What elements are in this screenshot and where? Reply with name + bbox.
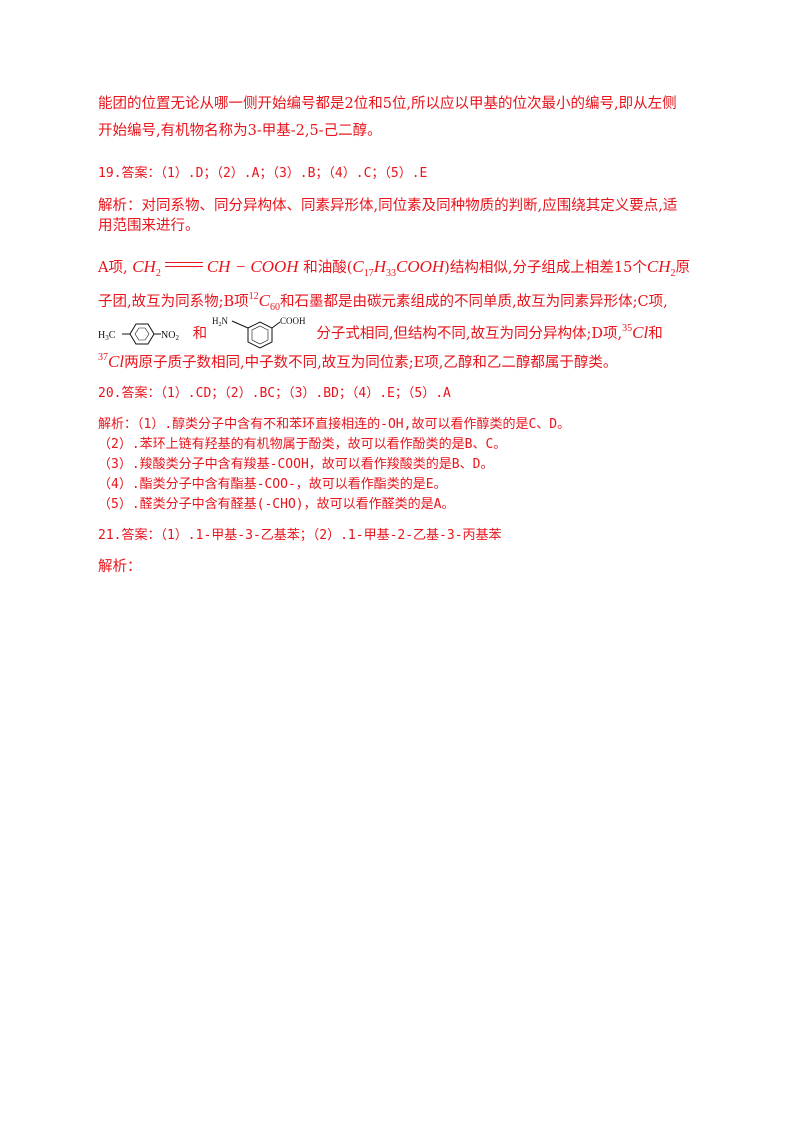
chlorine-35: 35Cl bbox=[622, 323, 649, 342]
item-c-end: 分子式相同,但结构不同,故互为同分异构体;D项, bbox=[316, 326, 623, 342]
formula-c60: 12C60 bbox=[248, 291, 280, 313]
item-b-start: 子团,故互为同系物;B项 bbox=[98, 294, 249, 310]
q19-item-d: 37Cl两原子质子数相同,中子数不同,故互为同位素;E项,乙醇和乙二醇都属于醇类… bbox=[98, 345, 617, 376]
oleic-acid-formula: C17H33COOH bbox=[352, 257, 445, 279]
q20-answer: 20.答案：（1）.CD；（2）.BC；（3）.BD；（4）.E；（5）.A bbox=[98, 386, 451, 401]
q19-analysis-line-2: 用范围来进行。 bbox=[98, 218, 200, 234]
item-b-end: 和石墨都是由碳元素组成的不同单质,故互为同素异形体;C项, bbox=[280, 294, 668, 310]
aminobenzoic-acid-structure: H2N COOH bbox=[212, 316, 312, 352]
q20-analysis-5: （5）.醛类分子中含有醛基(-CHO)，故可以看作醛类的是A。 bbox=[98, 497, 455, 512]
structure-and: 和 bbox=[192, 326, 208, 342]
intro-line-1: 能团的位置无论从哪一侧开始编号都是2位和5位,所以应以甲基的位次最小的编号,即从… bbox=[98, 96, 677, 112]
q19-analysis-line-1: 解析：对同系物、同分异构体、同素异形体,同位素及同种物质的判断,应围绕其定义要点… bbox=[98, 198, 678, 214]
q19-item-a: A项, CH2 CH − COOH 和油酸(C17H33COOH)结构相似,分子组… bbox=[98, 254, 690, 287]
formula-ch-cooh: CH − COOH bbox=[206, 257, 299, 276]
svg-text:H3C: H3C bbox=[98, 330, 116, 342]
q20-analysis-4: （4）.酯类分子中含有酯基-COO-，故可以看作酯类的是E。 bbox=[98, 477, 447, 492]
chlorine-37: 37Cl bbox=[98, 352, 125, 371]
item-a-end-text: )结构相似,分子组成上相差15个 bbox=[444, 260, 647, 276]
formula-ch2: CH2 bbox=[646, 257, 676, 279]
item-a-end-text-2: 原 bbox=[675, 260, 691, 276]
q19-answer: 19.答案：（1）.D；（2）.A；（3）.B；（4）.C；（5）.E bbox=[98, 166, 428, 181]
item-a-mid-text: 和油酸( bbox=[303, 260, 353, 276]
item-d-end: 两原子质子数相同,中子数不同,故互为同位素;E项,乙醇和乙二醇都属于醇类。 bbox=[124, 355, 618, 371]
q20-analysis-3: （3）.羧酸类分子中含有羧基-COOH，故可以看作羧酸类的是B、D。 bbox=[98, 457, 494, 472]
svg-text:COOH: COOH bbox=[280, 316, 306, 326]
q19-item-b: 子团,故互为同系物;B项12C60和石墨都是由碳元素组成的不同单质,故互为同素异… bbox=[98, 284, 668, 321]
formula-ch2-left: CH2 bbox=[132, 257, 161, 279]
q21-answer: 21.答案：（1）.1-甲基-3-乙基苯；（2）.1-甲基-2-乙基-3-丙基苯 bbox=[98, 528, 502, 543]
item-c-and: 和 bbox=[648, 326, 663, 342]
q20-analysis-1: 解析：（1）.醇类分子中含有不和苯环直接相连的-OH,故可以看作醇类的是C、D。 bbox=[98, 417, 571, 432]
double-bond bbox=[164, 260, 203, 270]
svg-text:H2N: H2N bbox=[212, 316, 229, 328]
p-nitrotoluene-structure: H3C NO2 bbox=[98, 317, 188, 351]
q21-analysis: 解析： bbox=[98, 559, 142, 575]
intro-line-2: 开始编号,有机物名称为3-甲基-2,5-己二醇。 bbox=[98, 123, 382, 139]
q19-item-c: H3C NO2 和 H2N COOH 分子式相同,但结构不同,故互为同分异构体;… bbox=[98, 312, 663, 352]
item-a-label: A项, bbox=[98, 260, 128, 276]
svg-text:NO2: NO2 bbox=[161, 330, 179, 342]
q20-analysis-2: （2）.苯环上链有羟基的有机物属于酚类，故可以看作酚类的是B、C。 bbox=[98, 437, 507, 452]
